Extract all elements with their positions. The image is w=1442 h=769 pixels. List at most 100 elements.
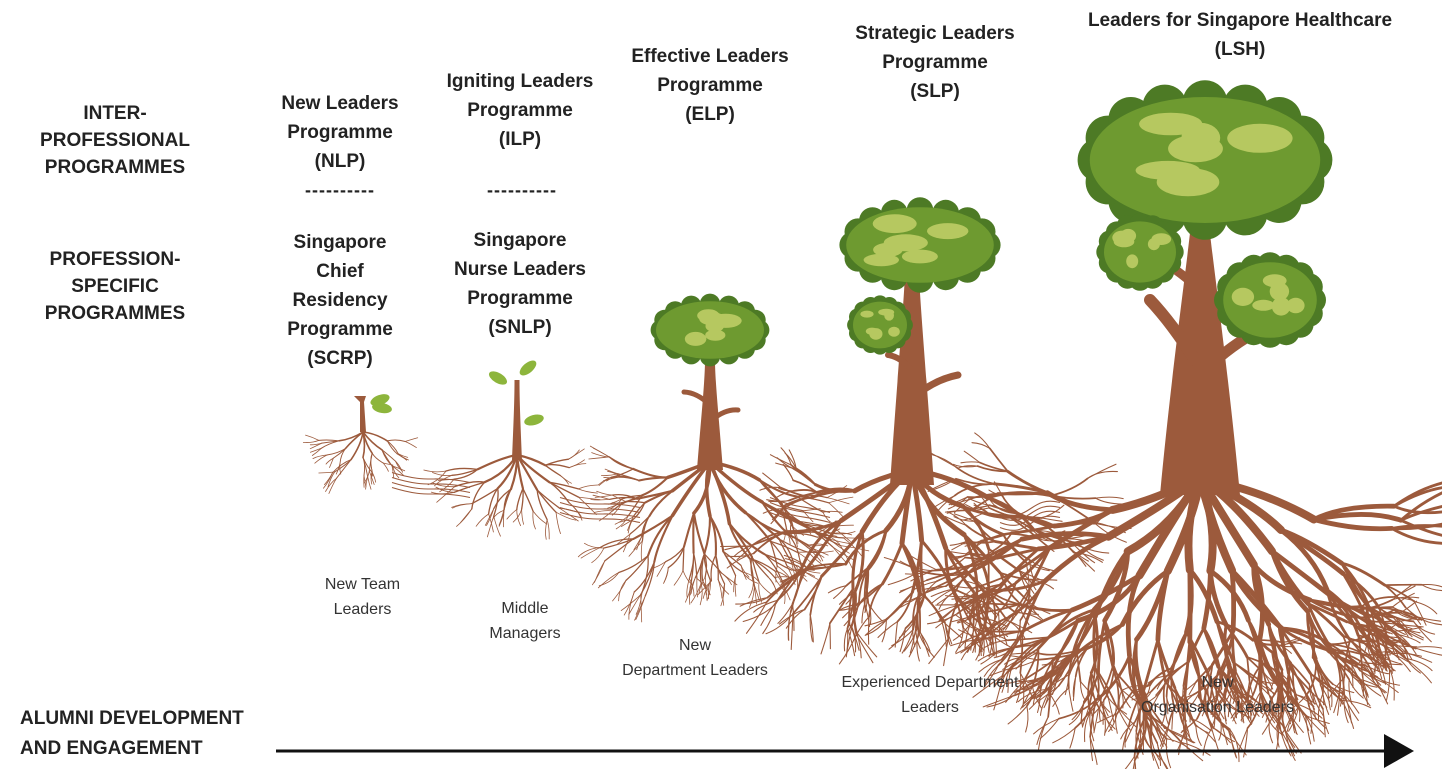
large-tree-roots-branch xyxy=(1327,685,1331,711)
seedling-roots-branch xyxy=(536,489,561,509)
large-tree-roots-branch xyxy=(1360,661,1384,666)
small-tree-roots-branch xyxy=(699,553,706,584)
large-tree-roots-branch xyxy=(1170,630,1188,674)
new-organisation-leaders-label: New Organisation Leaders xyxy=(1141,674,1294,716)
medium-tree-roots-branch xyxy=(742,603,777,623)
large-tree-roots-branch xyxy=(1368,624,1396,635)
small-tree-roots-branch xyxy=(802,508,821,512)
small-tree-roots-branch xyxy=(776,565,790,578)
large-tree-roots-branch xyxy=(954,587,975,605)
large-tree-roots-branch xyxy=(960,512,984,521)
large-tree-roots-branch xyxy=(1259,689,1284,726)
large-tree-roots-branch xyxy=(1214,702,1225,720)
large-tree-roots-branch xyxy=(1292,708,1296,734)
medium-tree-roots-branch xyxy=(903,627,918,652)
large-tree-roots-branch xyxy=(1229,728,1240,763)
large-tree-roots-branch xyxy=(1393,609,1417,619)
large-tree-roots-branch xyxy=(1107,696,1128,715)
large-tree-roots-branch xyxy=(909,554,937,571)
large-tree-roots-branch xyxy=(1089,712,1095,742)
small-tree-roots-branch xyxy=(617,533,631,545)
large-tree-roots-branch xyxy=(1006,636,1050,642)
large-tree-roots-branch xyxy=(887,570,920,586)
large-tree-roots-branch xyxy=(1230,696,1247,716)
large-tree-roots-branch xyxy=(1278,527,1346,576)
large-tree-roots-branch xyxy=(965,580,990,592)
seedling-roots-branch xyxy=(471,481,486,510)
large-tree-roots-branch xyxy=(1329,633,1371,646)
seedling-roots-branch xyxy=(498,509,505,527)
large-tree-roots-branch xyxy=(958,633,982,649)
sprout-roots-branch xyxy=(338,431,364,442)
large-tree-roots-branch xyxy=(983,664,999,689)
sprout-stem xyxy=(354,396,366,432)
small-tree-roots-branch xyxy=(601,473,619,477)
large-tree-roots-branch xyxy=(1392,596,1420,601)
small-tree-roots-branch xyxy=(774,570,785,586)
seedling-roots-branch xyxy=(493,487,499,517)
large-tree-roots-branch xyxy=(1317,693,1324,720)
large-tree-roots-branch xyxy=(1284,680,1291,701)
medium-tree-roots-branch xyxy=(864,619,887,636)
large-tree-roots-branch xyxy=(1421,583,1442,588)
large-tree-roots-branch xyxy=(1416,616,1442,622)
large-tree-roots-branch xyxy=(1312,693,1324,717)
large-tree-roots-branch xyxy=(1103,619,1116,672)
large-tree-roots-branch xyxy=(957,611,985,624)
small-tree-roots-branch xyxy=(786,532,809,549)
large-tree-roots-branch xyxy=(980,531,1013,542)
large-tree-roots-branch xyxy=(1028,546,1052,590)
medium-tree-roots-branch xyxy=(771,504,786,521)
large-tree-roots-branch xyxy=(1168,693,1186,726)
sprout-roots-branch xyxy=(311,447,322,456)
medium-tree-roots-branch xyxy=(955,627,964,653)
small-tree-roots-branch xyxy=(618,476,640,482)
large-tree-roots-branch xyxy=(971,442,991,449)
large-tree-roots-branch xyxy=(1184,567,1194,635)
seedling-roots-branch xyxy=(435,486,455,493)
large-tree-canopy-highlight xyxy=(1227,123,1293,153)
small-tree-roots-branch xyxy=(828,502,846,520)
sprout-roots-branch xyxy=(334,459,352,473)
small-tree-roots-branch xyxy=(588,456,610,460)
large-tree-roots-branch xyxy=(1171,703,1175,730)
large-tree-roots-branch xyxy=(966,492,999,499)
medium-tree-canopy-highlight xyxy=(872,214,917,234)
large-tree-roots-branch xyxy=(980,573,1011,597)
medium-tree-roots-branch xyxy=(912,622,916,648)
large-tree-roots-branch xyxy=(993,504,1020,515)
small-tree-roots-branch xyxy=(636,536,643,551)
large-tree-roots-branch xyxy=(1195,725,1202,747)
large-tree-roots-branch xyxy=(1052,727,1076,744)
medium-tree-canopy-highlight xyxy=(901,249,938,264)
large-tree-roots xyxy=(883,432,1442,769)
small-tree-roots-branch xyxy=(598,510,613,522)
large-tree-roots-branch xyxy=(1037,716,1049,752)
sprout-roots-branch xyxy=(392,465,406,472)
root-connector-strand xyxy=(391,486,471,499)
small-tree-roots-branch xyxy=(822,510,843,513)
large-tree-roots-branch xyxy=(1089,699,1097,738)
large-tree-roots-branch xyxy=(988,512,1015,519)
large-tree-roots-branch xyxy=(1268,720,1274,744)
root-connector-strand xyxy=(391,481,471,494)
small-tree-roots-branch xyxy=(604,538,635,562)
medium-tree-roots-branch xyxy=(864,592,867,612)
sprout-roots-branch xyxy=(329,457,334,468)
large-tree-roots-branch xyxy=(1315,657,1324,695)
large-tree-roots-branch xyxy=(1280,626,1332,646)
small-tree-roots-branch xyxy=(708,514,717,557)
large-tree-roots-branch xyxy=(1365,665,1382,686)
large-tree-roots-branch xyxy=(953,513,976,522)
large-tree-roots-branch xyxy=(1047,608,1096,639)
large-tree-roots-branch xyxy=(1072,675,1077,698)
seedling-roots-branch xyxy=(456,508,473,527)
small-tree-roots-branch xyxy=(802,510,814,523)
large-tree-roots-branch xyxy=(1031,619,1080,647)
large-tree-roots-branch xyxy=(935,564,978,571)
large-tree-roots-branch xyxy=(975,638,984,661)
small-tree-roots-branch xyxy=(742,571,759,582)
small-tree-roots-branch xyxy=(728,522,766,556)
small-tree-roots-branch xyxy=(840,545,870,552)
medium-tree-roots-branch xyxy=(908,630,921,658)
